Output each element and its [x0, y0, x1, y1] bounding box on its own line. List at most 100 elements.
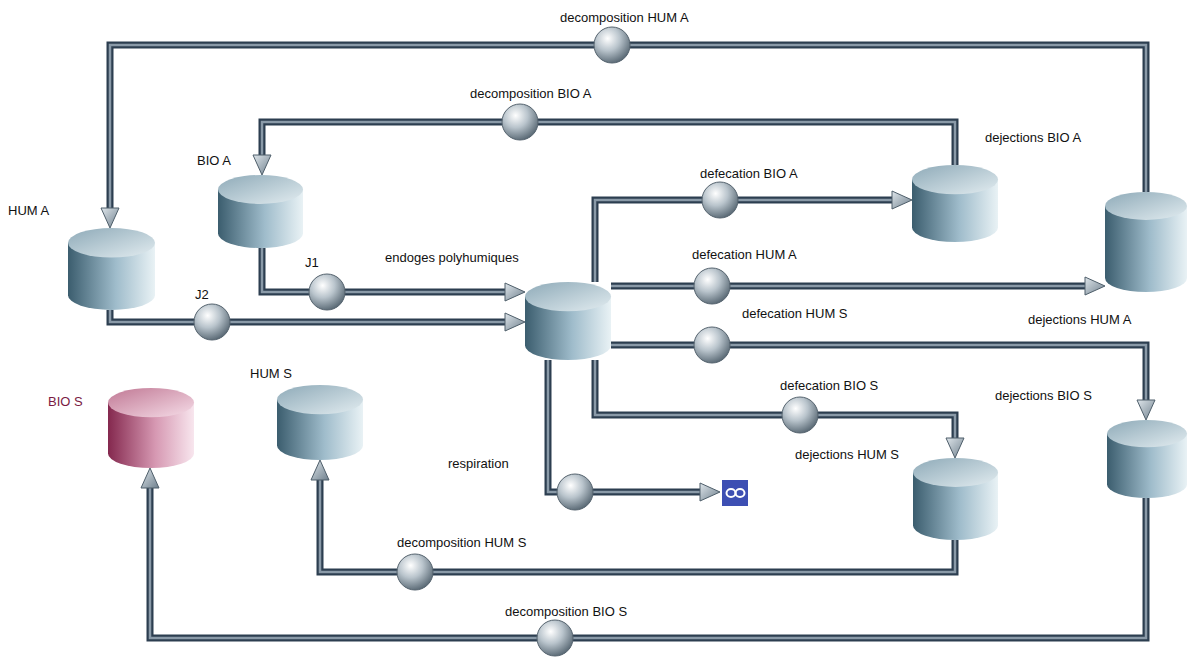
respiration-outflow — [548, 360, 748, 510]
stock-label-holder: HUM S — [250, 366, 292, 382]
stock-label: dejections BIO A — [985, 130, 1081, 146]
stock-label: BIO A — [197, 153, 231, 169]
pipe-highlight — [110, 310, 509, 322]
cylinder-shape — [913, 458, 998, 540]
flow-label: J2 — [195, 287, 209, 303]
flow-label: respiration — [448, 456, 509, 472]
cylinder-top — [913, 458, 998, 487]
stock-cylinder: dejections HUM S — [913, 458, 998, 540]
stock-cylinder: dejections BIO A — [912, 165, 998, 242]
stock-label-holder: dejections BIO S — [995, 388, 1092, 404]
flow-label-holder: decomposition HUM S — [397, 535, 526, 551]
arrowhead — [946, 438, 964, 458]
cylinder-shape — [108, 388, 194, 468]
cylinder-shape — [1105, 192, 1187, 292]
flow-pipe — [262, 248, 525, 310]
flow-valve — [194, 304, 230, 340]
stock-label-holder: dejections HUM A — [1028, 312, 1131, 328]
flow-valve — [782, 397, 818, 433]
flow-label-holder: respiration — [448, 456, 509, 472]
pipe-outline — [595, 200, 896, 282]
flow-label: defecation BIO S — [780, 378, 878, 394]
pipe-outline — [110, 45, 1146, 212]
flow-label: defecation HUM S — [742, 306, 848, 322]
pipe-highlight — [611, 345, 1146, 404]
cylinder-top — [218, 175, 303, 204]
arrowhead — [505, 283, 525, 301]
pipe-highlight — [110, 45, 1146, 212]
flow-valve — [537, 620, 573, 656]
cylinder-top — [525, 282, 611, 311]
cylinder-shape — [912, 165, 998, 242]
stock-label: BIO S — [48, 394, 83, 410]
flow-label-holder: decomposition HUM A — [560, 10, 689, 26]
stock-label: HUM A — [8, 203, 49, 219]
arrowhead — [505, 313, 525, 331]
flow-valve — [694, 268, 730, 304]
stock-cylinder: BIO A — [218, 175, 303, 248]
flow-label-holder: decomposition BIO A — [470, 86, 591, 102]
flow-pipe — [595, 360, 964, 458]
sink-symbol — [736, 489, 745, 497]
arrowhead — [141, 468, 159, 488]
stock-label: dejections HUM A — [1028, 312, 1131, 328]
pipe-highlight — [262, 122, 955, 165]
stock-label-holder: dejections HUM S — [795, 447, 899, 463]
pipe-highlight — [595, 200, 896, 282]
cylinder-shape — [277, 385, 363, 460]
arrowhead — [101, 208, 119, 228]
flow-label: J1 — [305, 255, 319, 271]
arrowhead — [253, 155, 271, 175]
stock-label-holder: dejections BIO A — [985, 130, 1081, 146]
flow-valve — [594, 27, 630, 63]
stock-cylinder: HUM A — [68, 228, 155, 310]
flow-label: decomposition BIO A — [470, 86, 591, 102]
flow-pipe — [141, 468, 1146, 656]
flow-pipe — [311, 460, 955, 590]
pipe-outline — [262, 122, 955, 165]
cylinder-shape — [218, 175, 303, 248]
stock-cylinder: endoges polyhumiques — [525, 282, 611, 360]
pipe-outline — [611, 283, 1089, 290]
stock-cylinder: dejections BIO S — [1107, 420, 1187, 498]
flow-pipe — [611, 268, 1105, 304]
outflow-pipe-highlight — [548, 360, 702, 492]
flow-label: defecation BIO A — [700, 166, 798, 182]
stock-label: HUM S — [250, 366, 292, 382]
arrowhead — [311, 460, 329, 480]
cylinder-top — [1105, 192, 1187, 220]
stock-cylinder: HUM S — [277, 385, 363, 460]
flow-pipe — [611, 327, 1155, 420]
stock-label-holder: HUM A — [8, 203, 49, 219]
pipe-highlight — [611, 285, 1089, 288]
arrowhead — [892, 191, 912, 209]
flow-valve — [557, 474, 593, 510]
cylinder-top — [108, 388, 194, 417]
stock-label: dejections HUM S — [795, 447, 899, 463]
arrowhead — [700, 483, 720, 501]
pipe-outline — [595, 360, 955, 442]
flow-label-holder: decomposition BIO S — [505, 604, 627, 620]
arrowhead — [1137, 400, 1155, 420]
stock-label: endoges polyhumiques — [385, 250, 519, 266]
stock-cylinder: BIO S — [108, 388, 194, 468]
cylinder-top — [68, 228, 155, 258]
flow-pipe — [595, 182, 912, 282]
cylinder-shape — [1107, 420, 1187, 498]
stock-cylinder: dejections HUM A — [1105, 192, 1187, 292]
flow-valve — [502, 104, 538, 140]
connector-layer — [101, 27, 1155, 656]
flow-pipe — [253, 104, 955, 175]
arrowhead — [1085, 277, 1105, 295]
flow-label: decomposition HUM S — [397, 535, 526, 551]
sink-symbol — [727, 489, 736, 497]
flow-label: defecation HUM A — [692, 247, 797, 263]
stock-label: dejections BIO S — [995, 388, 1092, 404]
cylinder-shape — [68, 228, 155, 310]
flow-label-holder: defecation BIO A — [700, 166, 798, 182]
flow-label-holder: defecation HUM S — [742, 306, 848, 322]
cylinder-top — [1107, 420, 1187, 447]
flow-pipe — [110, 304, 525, 340]
